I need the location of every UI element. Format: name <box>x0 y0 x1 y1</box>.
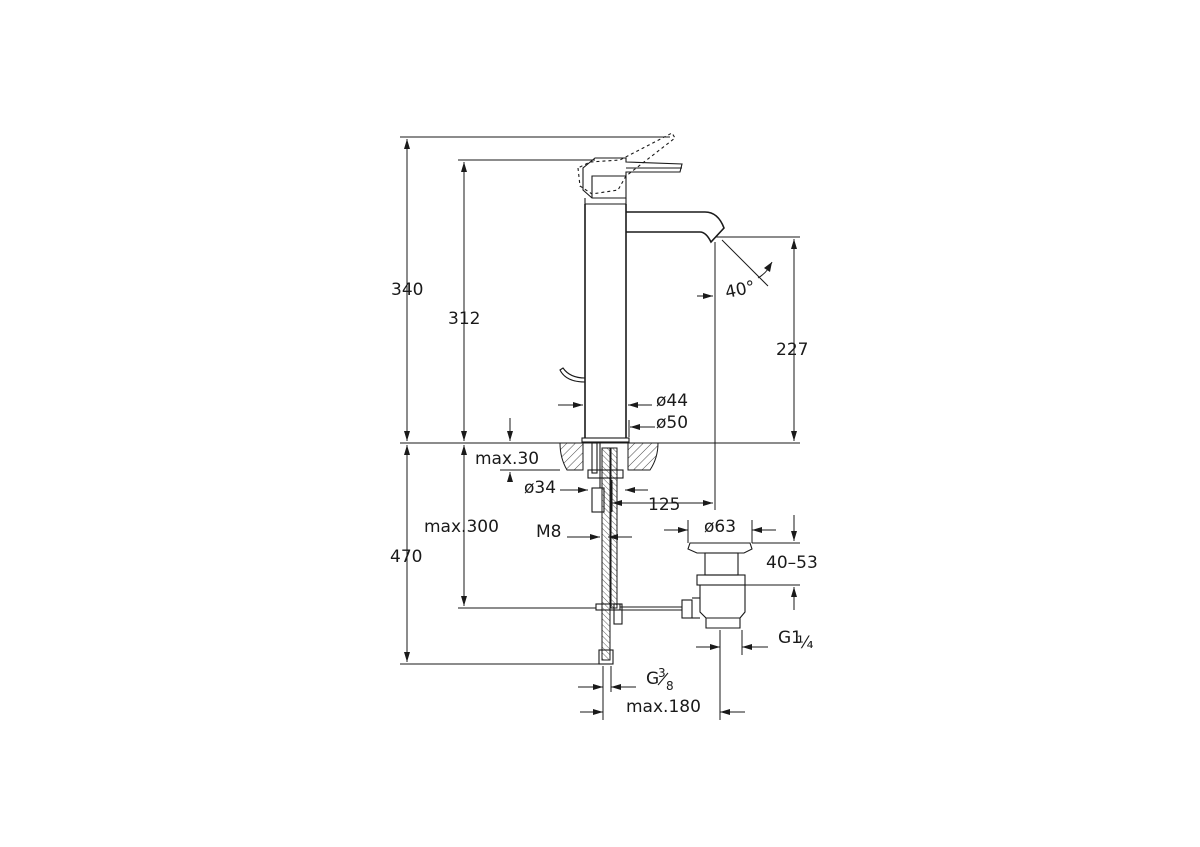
svg-text:G: G <box>646 669 659 689</box>
label-waste-range: 40–53 <box>766 553 818 573</box>
label-waste-thread: G1 ¼ <box>778 628 813 653</box>
label-outlet-height: 227 <box>776 340 808 360</box>
label-base-diameter: ø50 <box>656 413 688 433</box>
label-thread-m8: M8 <box>536 522 561 542</box>
label-total-height: 340 <box>391 280 423 300</box>
svg-text:8: 8 <box>666 679 674 693</box>
waste-drain <box>687 542 753 629</box>
label-reach: 125 <box>648 495 680 515</box>
label-max-180: max.180 <box>626 697 701 717</box>
label-hole-diameter: ø34 <box>524 478 556 498</box>
faucet-body <box>559 132 725 665</box>
label-body-diameter: ø44 <box>656 391 688 411</box>
label-max-deck-thickness: max.30 <box>475 449 539 469</box>
label-hose-thread: G 3 8 <box>646 666 674 693</box>
svg-text:3: 3 <box>658 666 666 680</box>
label-waste-diameter: ø63 <box>704 517 736 537</box>
label-max-300: max.300 <box>424 517 499 537</box>
svg-text:¼: ¼ <box>797 633 813 653</box>
dimension-lines <box>400 136 800 720</box>
label-below-deck-height: 470 <box>390 547 422 567</box>
svg-text:G1: G1 <box>778 628 802 648</box>
label-spout-height: 312 <box>448 309 480 329</box>
label-spout-angle: 40° <box>723 277 757 303</box>
dimension-labels: 340 312 227 40° ø44 ø50 max.30 ø34 125 m… <box>390 277 818 717</box>
